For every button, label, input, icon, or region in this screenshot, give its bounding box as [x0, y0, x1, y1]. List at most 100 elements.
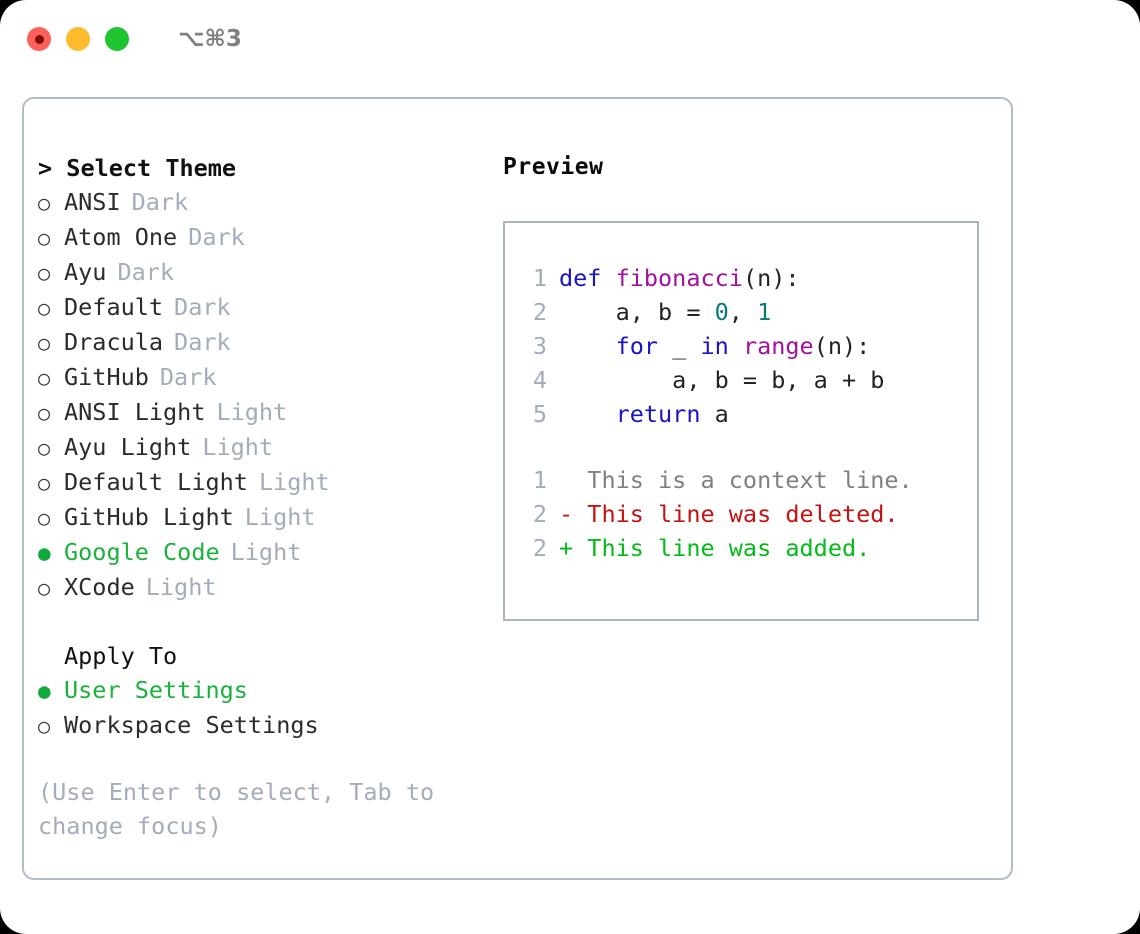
code-token-plain: a	[700, 400, 729, 428]
radio-unselected-icon: ○	[38, 226, 51, 250]
code-token-plain: a, b = b, a + b	[559, 366, 885, 394]
radio-selected-icon: ●	[38, 541, 51, 565]
radio-unselected-icon: ○	[38, 576, 51, 600]
theme-variant-badge: Light	[230, 538, 302, 566]
theme-variant-badge: Dark	[174, 293, 231, 321]
line-number: 3	[532, 332, 547, 360]
theme-option-label: GitHub	[64, 363, 149, 391]
theme-option[interactable]: ○ ANSI Dark	[38, 185, 498, 220]
apply-to-option-label: User Settings	[64, 676, 248, 704]
radio-selected-icon: ●	[38, 679, 51, 703]
theme-option-label: GitHub Light	[64, 503, 234, 531]
code-token-num: 0	[714, 298, 729, 326]
theme-variant-badge: Light	[216, 398, 288, 426]
theme-option[interactable]: ○ Default Light Light	[38, 465, 498, 500]
code-token-kw: in	[700, 332, 729, 360]
code-line: 5 return a	[505, 397, 977, 431]
theme-option[interactable]: ○ ANSI Light Light	[38, 395, 498, 430]
theme-variant-badge: Dark	[174, 328, 231, 356]
diff-line: 2 + This line was added.	[505, 531, 977, 565]
radio-unselected-icon: ○	[38, 471, 51, 495]
diff-marker: +	[559, 534, 588, 562]
line-number: 2	[532, 534, 547, 562]
apply-to-list: ● User Settings ○Workspace Settings	[38, 673, 498, 743]
radio-unselected-icon: ○	[38, 261, 51, 285]
line-number: 1	[532, 466, 547, 494]
apply-to-section: Apply To ● User Settings ○Workspace Settin…	[38, 639, 498, 743]
theme-option[interactable]: ○ GitHub Light Light	[38, 500, 498, 535]
recording-dot-icon	[34, 34, 44, 44]
code-token-plain: a, b =	[559, 298, 715, 326]
select-theme-heading: > Select Theme	[38, 154, 237, 182]
diff-text: This is a context line.	[587, 466, 913, 494]
code-token-plain	[729, 332, 743, 360]
code-token-num: 1	[757, 298, 772, 326]
theme-option-label: Dracula	[64, 328, 164, 356]
theme-variant-badge: Light	[145, 573, 217, 601]
theme-option[interactable]: ○ XCode Light	[38, 570, 498, 605]
theme-option-label: Ayu	[64, 258, 107, 286]
theme-variant-badge: Dark	[188, 223, 245, 251]
minimize-window-icon[interactable]	[66, 27, 90, 51]
theme-variant-badge: Light	[258, 468, 330, 496]
apply-to-option[interactable]: ● User Settings	[38, 673, 498, 708]
theme-variant-badge: Dark	[131, 188, 189, 216]
theme-variant-badge: Light	[202, 433, 274, 461]
code-token-fn: fibonacci	[615, 264, 743, 292]
keyboard-hint-text: (Use Enter to select, Tab to change focu…	[38, 778, 449, 840]
diff-text: This line was added.	[587, 534, 871, 562]
code-spacer	[505, 431, 977, 463]
diff-line: 2- This line was deleted.	[505, 497, 977, 531]
code-token-kw: def	[559, 264, 616, 292]
close-window-icon[interactable]	[27, 27, 51, 51]
diff-text: This line was deleted.	[587, 500, 899, 528]
theme-option-label: ANSI	[64, 188, 121, 216]
code-text: a, b = 0, 1	[559, 295, 772, 329]
title-bar: ⌥⌘3	[0, 0, 1140, 78]
theme-option[interactable]: ○ Atom One Dark	[38, 220, 498, 255]
line-number: 5	[532, 400, 547, 428]
keyboard-shortcut-label: ⌥⌘3	[178, 26, 242, 52]
traffic-light-group	[27, 27, 129, 51]
line-number: 1	[532, 264, 547, 292]
code-token-kw: for	[615, 332, 659, 360]
radio-unselected-icon: ○	[38, 401, 51, 425]
code-line: 4 a, b = b, a + b	[505, 363, 977, 397]
diff-marker: -	[559, 500, 588, 528]
radio-unselected-icon: ○	[38, 506, 51, 530]
code-token-plain: (n):	[813, 332, 871, 360]
code-text: return a	[559, 397, 729, 431]
theme-option[interactable]: ○ Ayu Dark	[38, 255, 498, 290]
theme-variant-badge: Dark	[159, 363, 217, 391]
apply-to-option[interactable]: ○Workspace Settings	[38, 708, 498, 743]
preview-heading: Preview	[503, 154, 604, 180]
apply-to-heading: Apply To	[64, 642, 178, 670]
theme-option-label: Atom One	[64, 223, 178, 251]
code-text: a, b = b, a + b	[559, 363, 884, 397]
theme-variant-badge: Light	[244, 503, 316, 531]
theme-option-label: XCode	[64, 573, 135, 601]
radio-unselected-icon: ○	[38, 296, 51, 320]
code-token-plain	[559, 400, 616, 428]
theme-variant-badge: Dark	[117, 258, 175, 286]
theme-option-label: Default Light	[64, 468, 248, 496]
radio-unselected-icon: ○	[38, 191, 51, 215]
code-line: 1 def fibonacci(n):	[505, 261, 977, 295]
theme-option-label: ANSI Light	[64, 398, 206, 426]
code-text: def fibonacci(n):	[559, 261, 800, 295]
code-token-plain: (n):	[742, 264, 800, 292]
code-token-plain: _	[658, 332, 701, 360]
code-line: 3 for _ in range(n):	[505, 329, 977, 363]
maximize-window-icon[interactable]	[105, 27, 129, 51]
